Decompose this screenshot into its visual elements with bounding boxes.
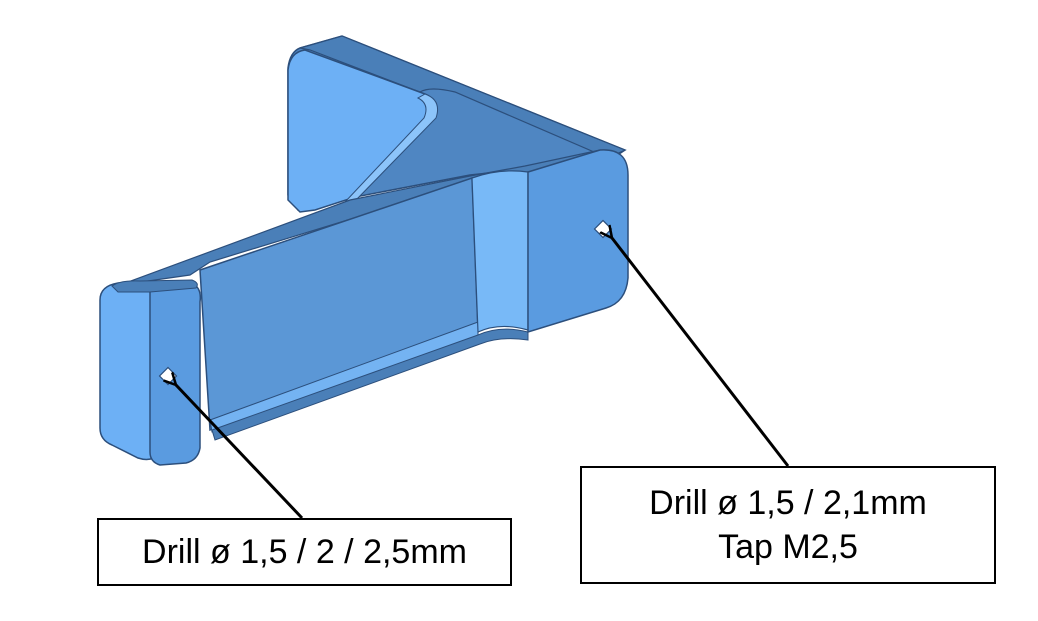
left-leader-arrow (176, 385, 304, 520)
callout-left-drill: Drill ø 1,5 / 2 / 2,5mm (97, 518, 512, 586)
callout-right-drill-tap: Drill ø 1,5 / 2,1mm Tap M2,5 (580, 466, 996, 584)
horizontal-arm (119, 149, 624, 441)
left-end-block (99, 279, 202, 466)
callout-right-line2: Tap M2,5 (718, 528, 858, 566)
callout-left-line1: Drill ø 1,5 / 2 / 2,5mm (142, 533, 467, 571)
callout-right-line1: Drill ø 1,5 / 2,1mm (649, 484, 927, 522)
right-leader-arrow (612, 238, 790, 467)
